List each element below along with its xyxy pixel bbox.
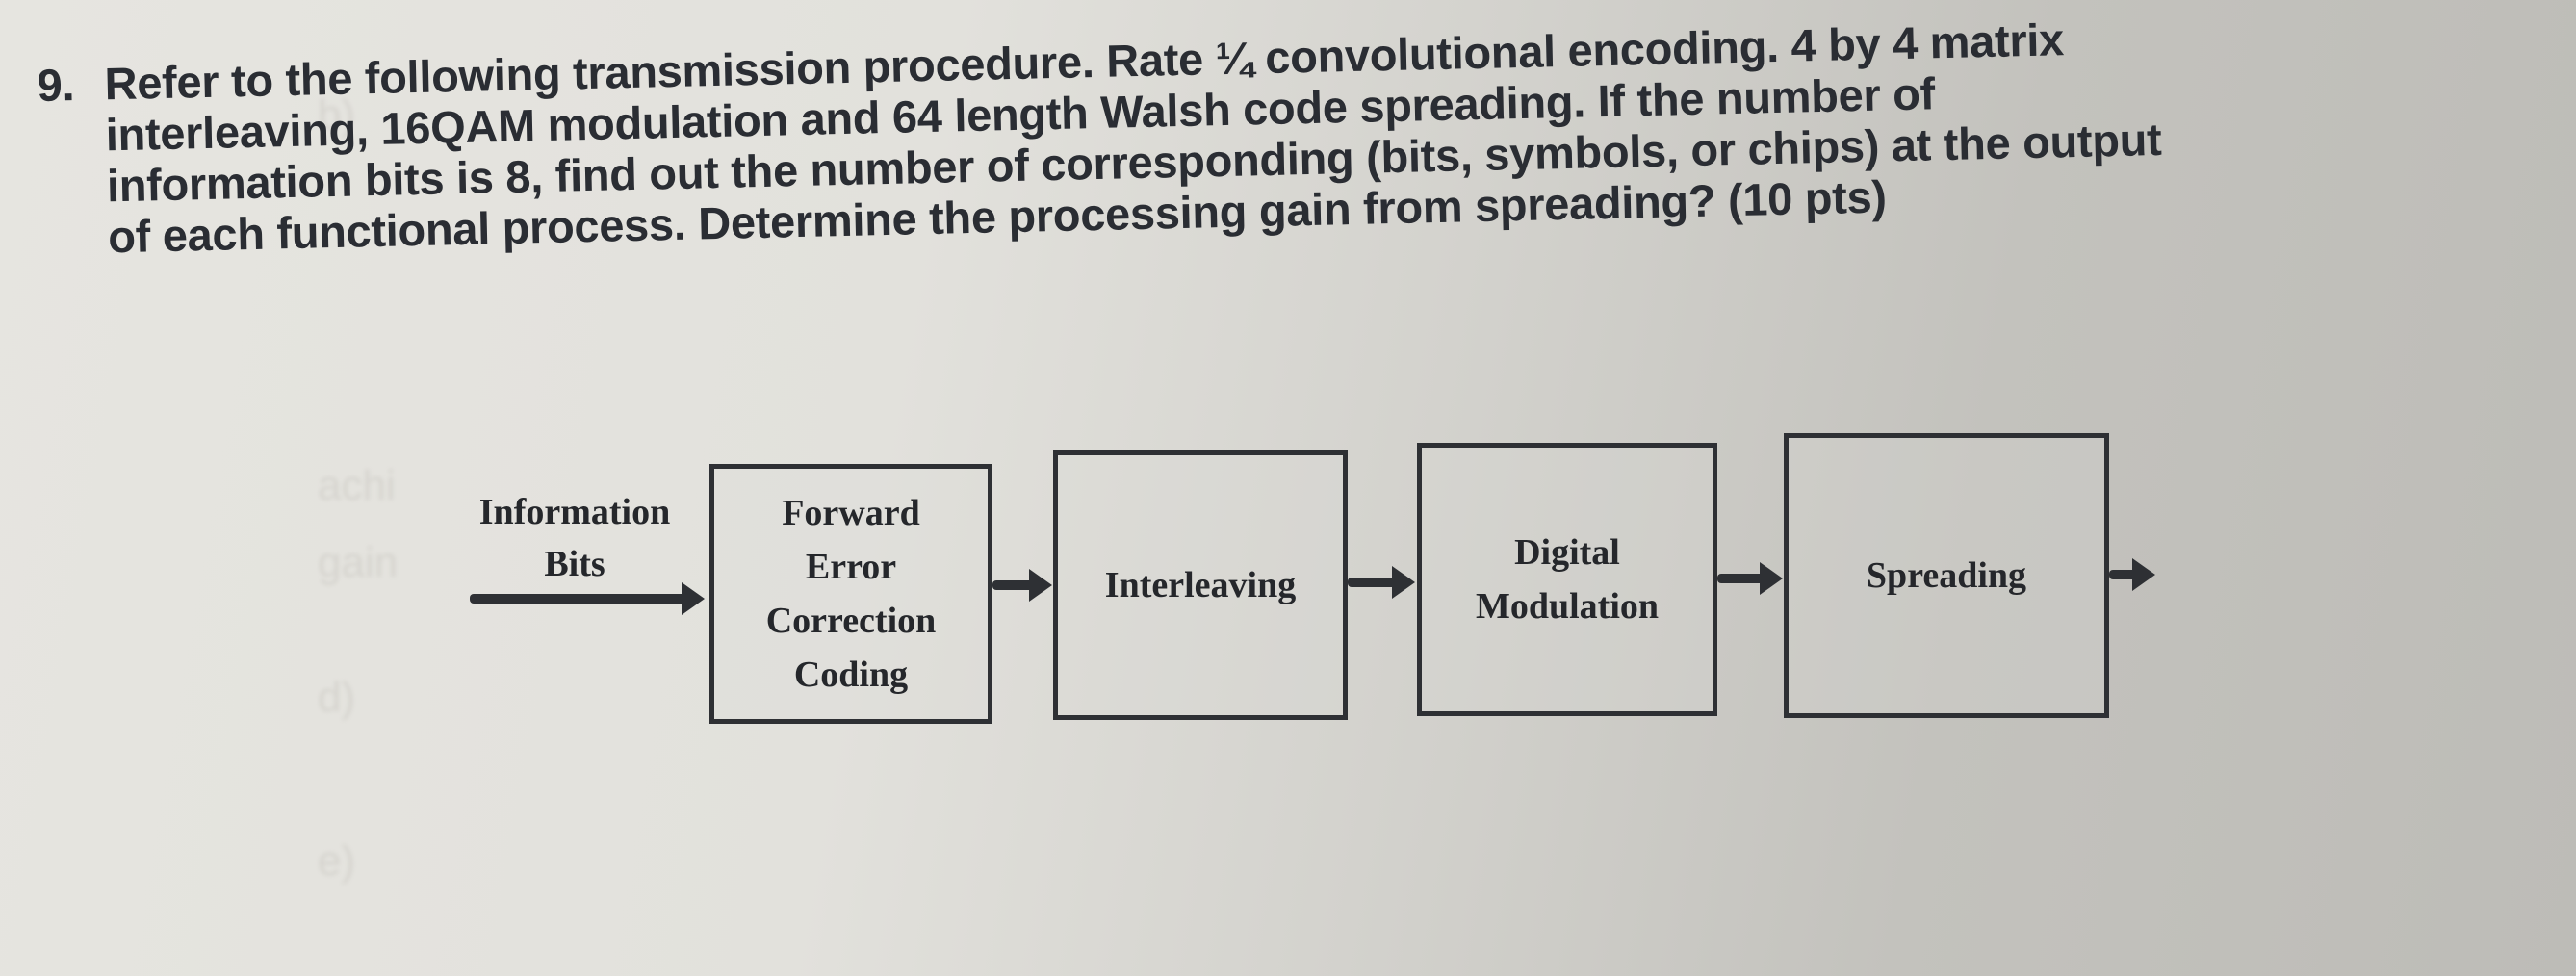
block-spreading-label: Spreading: [1866, 555, 2027, 596]
block-spreading: Spreading: [1784, 433, 2109, 718]
block-modulation-label: Digital Modulation: [1475, 532, 1660, 627]
arrow-right-icon: [2109, 558, 2155, 591]
show-through-text: d): [318, 674, 356, 721]
block-modulation: Digital Modulation: [1417, 443, 1717, 716]
show-through-text: e): [318, 837, 356, 885]
block-interleaving-label: Interleaving: [1104, 565, 1297, 605]
block-fec: Forward Error Correction Coding: [709, 464, 992, 724]
input-label: Information Bits: [478, 492, 671, 584]
arrow-right-icon: [1717, 562, 1783, 595]
block-interleaving: Interleaving: [1053, 450, 1348, 720]
show-through-text: gain: [318, 539, 399, 586]
arrow-right-icon: [470, 582, 705, 615]
block-fec-label: Forward Error Correction Coding: [765, 493, 937, 695]
show-through-text: achi: [318, 462, 396, 509]
arrow-right-icon: [1348, 566, 1415, 599]
arrow-right-icon: [992, 569, 1052, 602]
show-through-text: b): [318, 91, 356, 139]
